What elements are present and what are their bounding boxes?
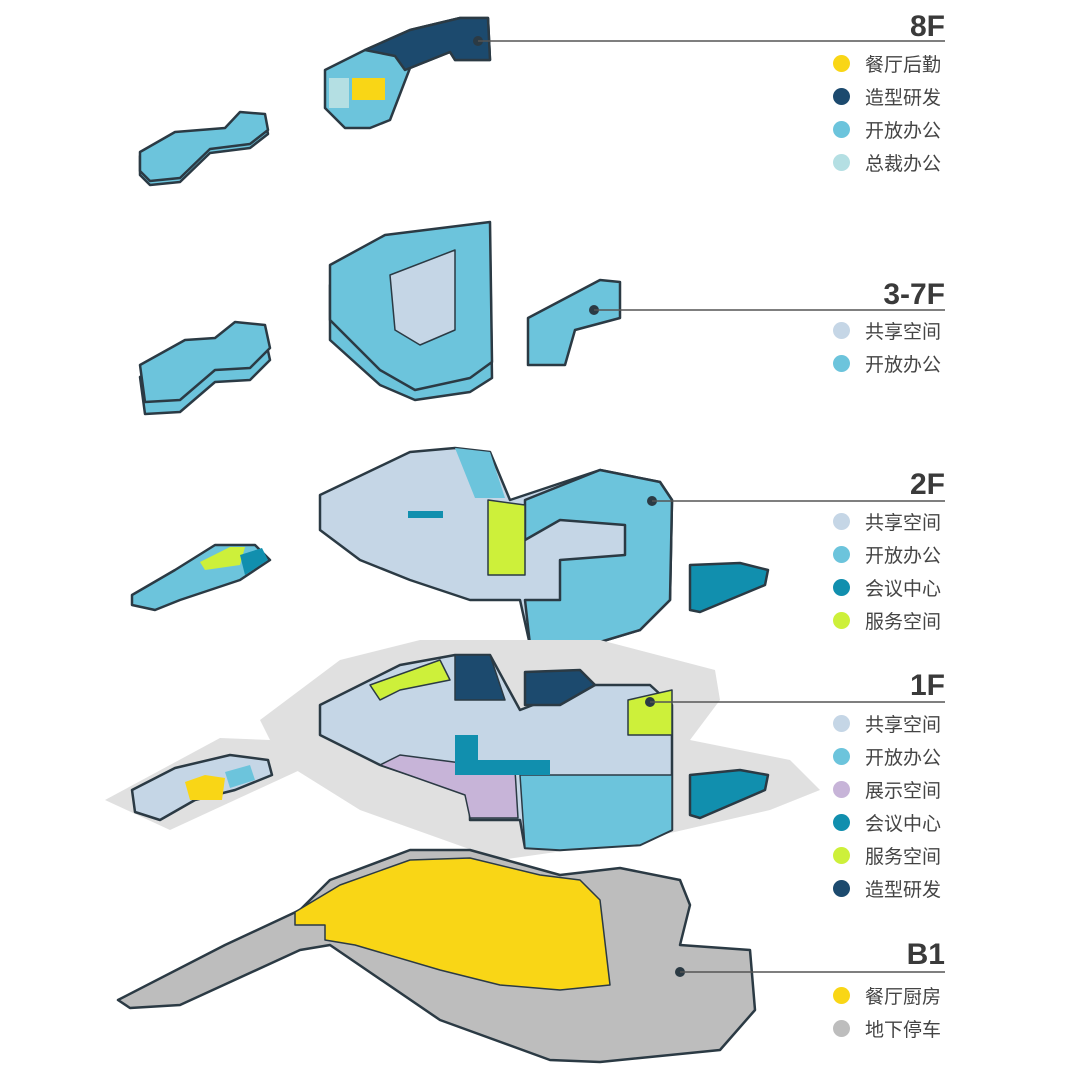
legend-swatch-icon [833, 55, 850, 72]
3-7f-east-wing [526, 278, 622, 367]
legend-swatch-icon [833, 355, 850, 372]
legend-swatch-icon [833, 847, 850, 864]
legend-label: 造型研发 [865, 879, 942, 901]
legend-3-7f: 共享空间开放办公 [833, 314, 941, 380]
legend-swatch-icon [833, 513, 850, 530]
legend-item: 地下停车 [833, 1012, 941, 1045]
legend-item: 共享空间 [833, 314, 941, 347]
legend-item: 开放办公 [833, 113, 941, 146]
legend-item: 会议中心 [833, 571, 941, 604]
legend-item: 餐厅后勤 [833, 47, 941, 80]
floor-title-1f: 1F [909, 669, 945, 702]
1f-design-rd-zone [454, 654, 506, 701]
legend-swatch-icon [833, 748, 850, 765]
legend-swatch-icon [833, 612, 850, 629]
8f-exec-office-zone [329, 78, 349, 108]
legend-swatch-icon [833, 1020, 850, 1037]
legend-item: 共享空间 [833, 505, 941, 538]
8f-dining-zone [352, 78, 385, 100]
b1-kitchen [294, 857, 611, 991]
legend-8f: 餐厅后勤造型研发开放办公总裁办公 [833, 47, 941, 179]
legend-2f: 共享空间开放办公会议中心服务空间 [833, 505, 941, 637]
legend-label: 会议中心 [865, 578, 942, 600]
3-7f-atrium [389, 249, 456, 346]
legend-label: 共享空间 [865, 714, 942, 736]
legend-swatch-icon [833, 814, 850, 831]
floor-title-b1: B1 [906, 938, 945, 971]
legend-swatch-icon [833, 154, 850, 171]
legend-label: 地下停车 [865, 1019, 942, 1041]
3-7f-west-wing [138, 320, 272, 404]
legend-label: 餐厅厨房 [865, 986, 942, 1008]
1f-meeting-zone [455, 735, 550, 775]
floor-1f-plan [105, 640, 820, 860]
legend-item: 会议中心 [833, 806, 941, 839]
legend-label: 共享空间 [865, 512, 942, 534]
legend-item: 开放办公 [833, 347, 941, 380]
floor-2f-plan [130, 446, 770, 647]
legend-swatch-icon [833, 579, 850, 596]
legend-label: 共享空间 [865, 321, 942, 343]
legend-item: 餐厅厨房 [833, 979, 941, 1012]
legend-label: 总裁办公 [865, 153, 942, 175]
legend-item: 造型研发 [833, 80, 941, 113]
legend-label: 服务空间 [865, 611, 942, 633]
floor-title-3-7f: 3-7F [883, 278, 945, 311]
8f-west-wing-top [138, 110, 270, 183]
floor-title-8f: 8F [909, 10, 945, 43]
legend-item: 总裁办公 [833, 146, 941, 179]
legend-swatch-icon [833, 781, 850, 798]
floor-3-7f-plan [138, 220, 622, 416]
2f-service-zone [487, 499, 526, 576]
legend-item: 开放办公 [833, 538, 941, 571]
legend-item: 开放办公 [833, 740, 941, 773]
floor-title-2f: 2F [909, 468, 945, 501]
legend-label: 开放办公 [865, 545, 942, 567]
legend-label: 开放办公 [865, 747, 942, 769]
1f-design-pavilion [523, 668, 597, 707]
legend-item: 展示空间 [833, 773, 941, 806]
legend-item: 服务空间 [833, 839, 941, 872]
legend-item: 造型研发 [833, 872, 941, 905]
legend-item: 服务空间 [833, 604, 941, 637]
legend-label: 开放办公 [865, 354, 942, 376]
legend-label: 造型研发 [865, 87, 942, 109]
8f-design-rd-zone [363, 16, 492, 72]
legend-label: 展示空间 [865, 780, 942, 802]
2f-meeting-bar [408, 511, 443, 518]
legend-swatch-icon [833, 715, 850, 732]
floor-8f-plan [138, 16, 492, 187]
legend-label: 开放办公 [865, 120, 942, 142]
1f-service-west [369, 659, 451, 701]
1f-open-office-zone [519, 774, 673, 851]
legend-item: 共享空间 [833, 707, 941, 740]
legend-b1: 餐厅厨房地下停车 [833, 979, 941, 1045]
legend-swatch-icon [833, 987, 850, 1004]
legend-label: 服务空间 [865, 846, 942, 868]
legend-1f: 共享空间开放办公展示空间会议中心服务空间造型研发 [833, 707, 941, 905]
1f-meeting-pavilion [688, 768, 770, 820]
2f-meeting-pavilion [688, 561, 770, 614]
legend-label: 会议中心 [865, 813, 942, 835]
legend-swatch-icon [833, 546, 850, 563]
legend-swatch-icon [833, 322, 850, 339]
2f-open-office-zone [523, 468, 674, 647]
legend-swatch-icon [833, 121, 850, 138]
legend-swatch-icon [833, 88, 850, 105]
legend-label: 餐厅后勤 [865, 54, 942, 76]
floor-b1-plan [116, 848, 757, 1064]
legend-swatch-icon [833, 880, 850, 897]
